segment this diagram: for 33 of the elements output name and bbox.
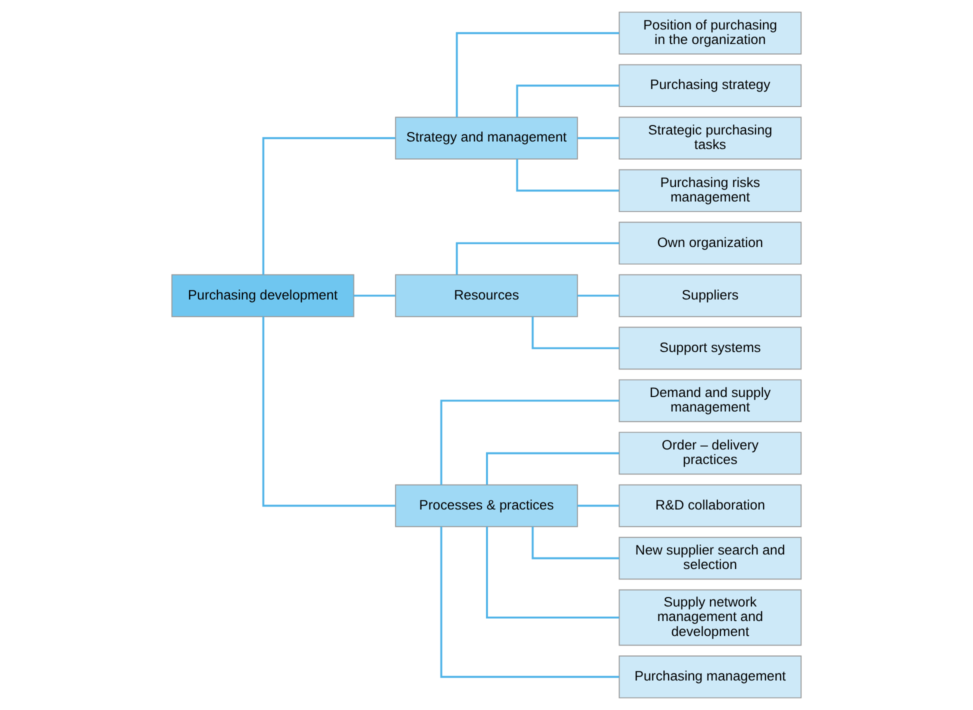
connector <box>577 504 619 507</box>
connector <box>577 137 619 140</box>
connector <box>354 294 396 297</box>
connector <box>440 400 620 485</box>
node-box: Purchasing development <box>171 274 354 318</box>
node-box: Position of purchasing in the organization <box>618 12 802 54</box>
connector <box>532 316 620 350</box>
connector <box>456 32 620 118</box>
node-box: R&D collaboration <box>618 484 802 528</box>
node-box: New supplier search and selection <box>618 536 802 580</box>
node-box: Processes & practices <box>395 484 578 528</box>
node-box: Strategic purchasing tasks <box>618 116 802 160</box>
node-box: Resources <box>395 274 578 318</box>
node-box: Demand and supply management <box>618 379 802 422</box>
connector <box>486 452 620 485</box>
connector <box>486 526 620 619</box>
node-box: Supply network management and development <box>618 589 802 646</box>
node-box: Suppliers <box>618 274 802 318</box>
connector <box>532 526 620 560</box>
connector <box>456 242 620 275</box>
connector <box>440 526 620 678</box>
node-box: Support systems <box>618 326 802 370</box>
connector <box>516 159 620 192</box>
node-box: Purchasing management <box>618 656 802 698</box>
connector <box>516 84 620 118</box>
node-box: Order – delivery practices <box>618 432 802 475</box>
node-box: Own organization <box>618 222 802 265</box>
connector <box>262 316 396 507</box>
node-box: Purchasing risks management <box>618 169 802 212</box>
connector <box>262 137 396 275</box>
node-box: Purchasing strategy <box>618 64 802 107</box>
node-box: Strategy and management <box>395 116 578 160</box>
connector <box>577 294 619 297</box>
